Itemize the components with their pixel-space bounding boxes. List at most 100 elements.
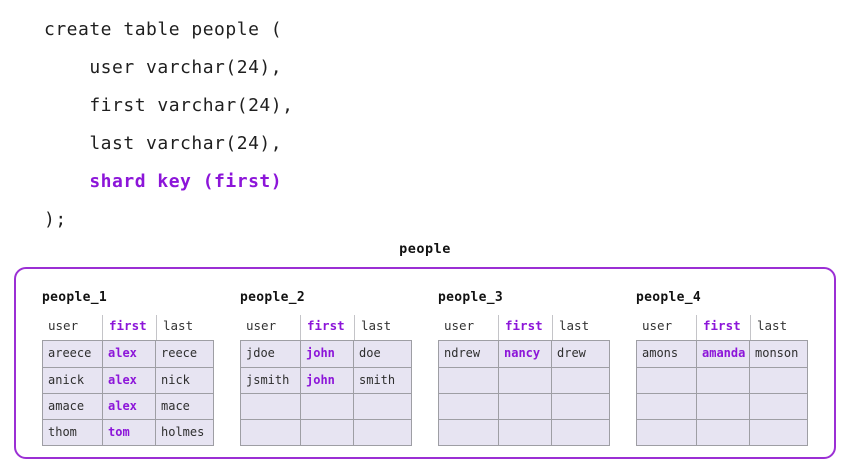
table-cell-user — [241, 420, 301, 445]
column-header-first: first — [697, 315, 751, 340]
table-cell-last — [750, 368, 807, 393]
table-cell-user: anick — [43, 368, 103, 393]
table-cell-first: nancy — [499, 341, 552, 367]
shard-name: people_4 — [636, 290, 702, 305]
table-cell-last — [354, 394, 411, 419]
column-header-first: first — [301, 315, 355, 340]
code-line: ); — [44, 209, 67, 230]
table-cell-first: alex — [103, 368, 156, 393]
table-row — [637, 393, 807, 419]
table-cell-last: doe — [354, 341, 411, 367]
table-row — [439, 367, 609, 393]
sql-create-table-code: create table people ( user varchar(24), … — [44, 11, 293, 239]
table-row — [439, 419, 609, 445]
table-cell-last: holmes — [156, 420, 213, 445]
shard-name: people_2 — [240, 290, 306, 305]
column-header-user: user — [240, 315, 301, 340]
table-cell-user: jsmith — [241, 368, 301, 393]
table-row — [439, 393, 609, 419]
table-cell-last — [750, 420, 807, 445]
table-cell-user: thom — [43, 420, 103, 445]
table-cell-last — [750, 394, 807, 419]
table-cell-user — [439, 368, 499, 393]
table-cell-user: amons — [637, 341, 697, 367]
table-row — [637, 419, 807, 445]
table-cell-last — [354, 420, 411, 445]
column-header-first: first — [499, 315, 553, 340]
code-line: create table people ( — [44, 19, 283, 40]
table-cell-user: ndrew — [439, 341, 499, 367]
shard-name: people_3 — [438, 290, 504, 305]
table-cell-first: amanda — [697, 341, 750, 367]
table-cell-last: drew — [552, 341, 609, 367]
table-cell-last — [552, 394, 609, 419]
table-cell-user: jdoe — [241, 341, 301, 367]
column-header-last: last — [757, 318, 788, 333]
table-row — [241, 393, 411, 419]
table-cell-user — [637, 394, 697, 419]
table-row — [637, 367, 807, 393]
table-cell-first — [301, 394, 354, 419]
table-cell-first — [499, 420, 552, 445]
column-header-first: first — [103, 315, 157, 340]
table-cell-user: amace — [43, 394, 103, 419]
code-line: last varchar(24), — [44, 133, 283, 154]
table-cell-user — [439, 394, 499, 419]
table-cell-user — [637, 368, 697, 393]
code-line: user varchar(24), — [44, 57, 283, 78]
table-cell-last: reece — [156, 341, 213, 367]
column-header-last: last — [361, 318, 392, 333]
table-cell-first — [697, 368, 750, 393]
table-cell-user — [241, 394, 301, 419]
shard-name: people_1 — [42, 290, 108, 305]
table-cell-first — [697, 394, 750, 419]
column-header-last: last — [559, 318, 590, 333]
table-cell-first: alex — [103, 341, 156, 367]
table-cell-last — [552, 368, 609, 393]
table-cell-first — [301, 420, 354, 445]
diagram-title: people — [399, 241, 451, 257]
table-cell-first: alex — [103, 394, 156, 419]
table-cell-first — [499, 368, 552, 393]
table-cell-user: areece — [43, 341, 103, 367]
column-header-user: user — [438, 315, 499, 340]
table-cell-first — [697, 420, 750, 445]
column-header-user: user — [636, 315, 697, 340]
table-cell-user — [439, 420, 499, 445]
table-cell-first: tom — [103, 420, 156, 445]
table-cell-last: nick — [156, 368, 213, 393]
table-cell-first: john — [301, 368, 354, 393]
table-cell-first: john — [301, 341, 354, 367]
table-cell-user — [637, 420, 697, 445]
column-header-user: user — [42, 315, 103, 340]
table-cell-first — [499, 394, 552, 419]
table-row — [241, 419, 411, 445]
table-cell-last: mace — [156, 394, 213, 419]
code-line: first varchar(24), — [44, 95, 294, 116]
table-cell-last: smith — [354, 368, 411, 393]
code-line-shard-key: shard key (first) — [44, 171, 283, 192]
table-cell-last: monson — [750, 341, 807, 367]
